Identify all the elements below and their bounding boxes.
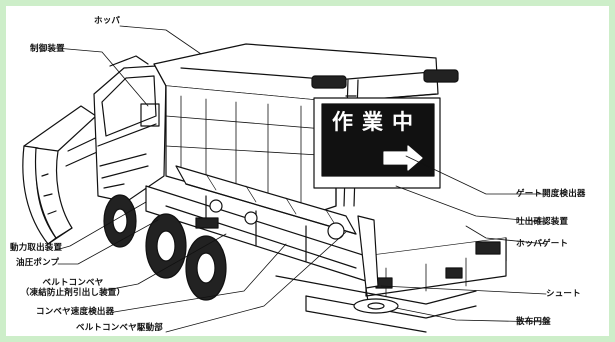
diagram-frame: 作業中 ホッパ 制御装置 動力取出装置 油圧ポンプ ベルトコンベヤ （凍結防止剤… <box>6 6 609 336</box>
label-gate-opening-detector: ゲート開度検出器 <box>516 189 586 199</box>
leader-lines <box>55 25 547 333</box>
truck-cab <box>93 55 167 203</box>
truck-illustration <box>22 25 547 333</box>
sign-arrow <box>383 145 423 171</box>
label-control-unit: 制御装置 <box>30 44 65 54</box>
label-discharge-confirmation: 吐出確認装置 <box>516 217 569 227</box>
belt-conveyor <box>175 165 357 240</box>
chute-assembly <box>353 215 399 314</box>
snow-plow <box>22 105 107 245</box>
label-belt-conveyor-line1: ベルトコンベヤ <box>42 278 104 288</box>
warning-lights <box>311 69 459 89</box>
label-spreading-disc: 散布円盤 <box>516 317 551 327</box>
label-hopper: ホッパ <box>94 16 121 26</box>
label-hopper-gate: ホッパゲート <box>516 239 569 249</box>
label-pto: 動力取出装置 <box>10 243 63 253</box>
label-hydraulic-pump: 油圧ポンプ <box>16 258 60 268</box>
label-conveyor-speed-detector: コンベヤ速度検出器 <box>36 307 115 317</box>
label-belt-conveyor-drive: ベルトコンベヤ駆動部 <box>76 323 164 333</box>
label-chute: シュート <box>546 289 581 299</box>
sign-text: 作業中 <box>332 110 422 134</box>
label-belt-conveyor: ベルトコンベヤ （凍結防止剤引出し装置） <box>14 278 132 298</box>
label-belt-conveyor-line2: （凍結防止剤引出し装置） <box>20 288 126 298</box>
